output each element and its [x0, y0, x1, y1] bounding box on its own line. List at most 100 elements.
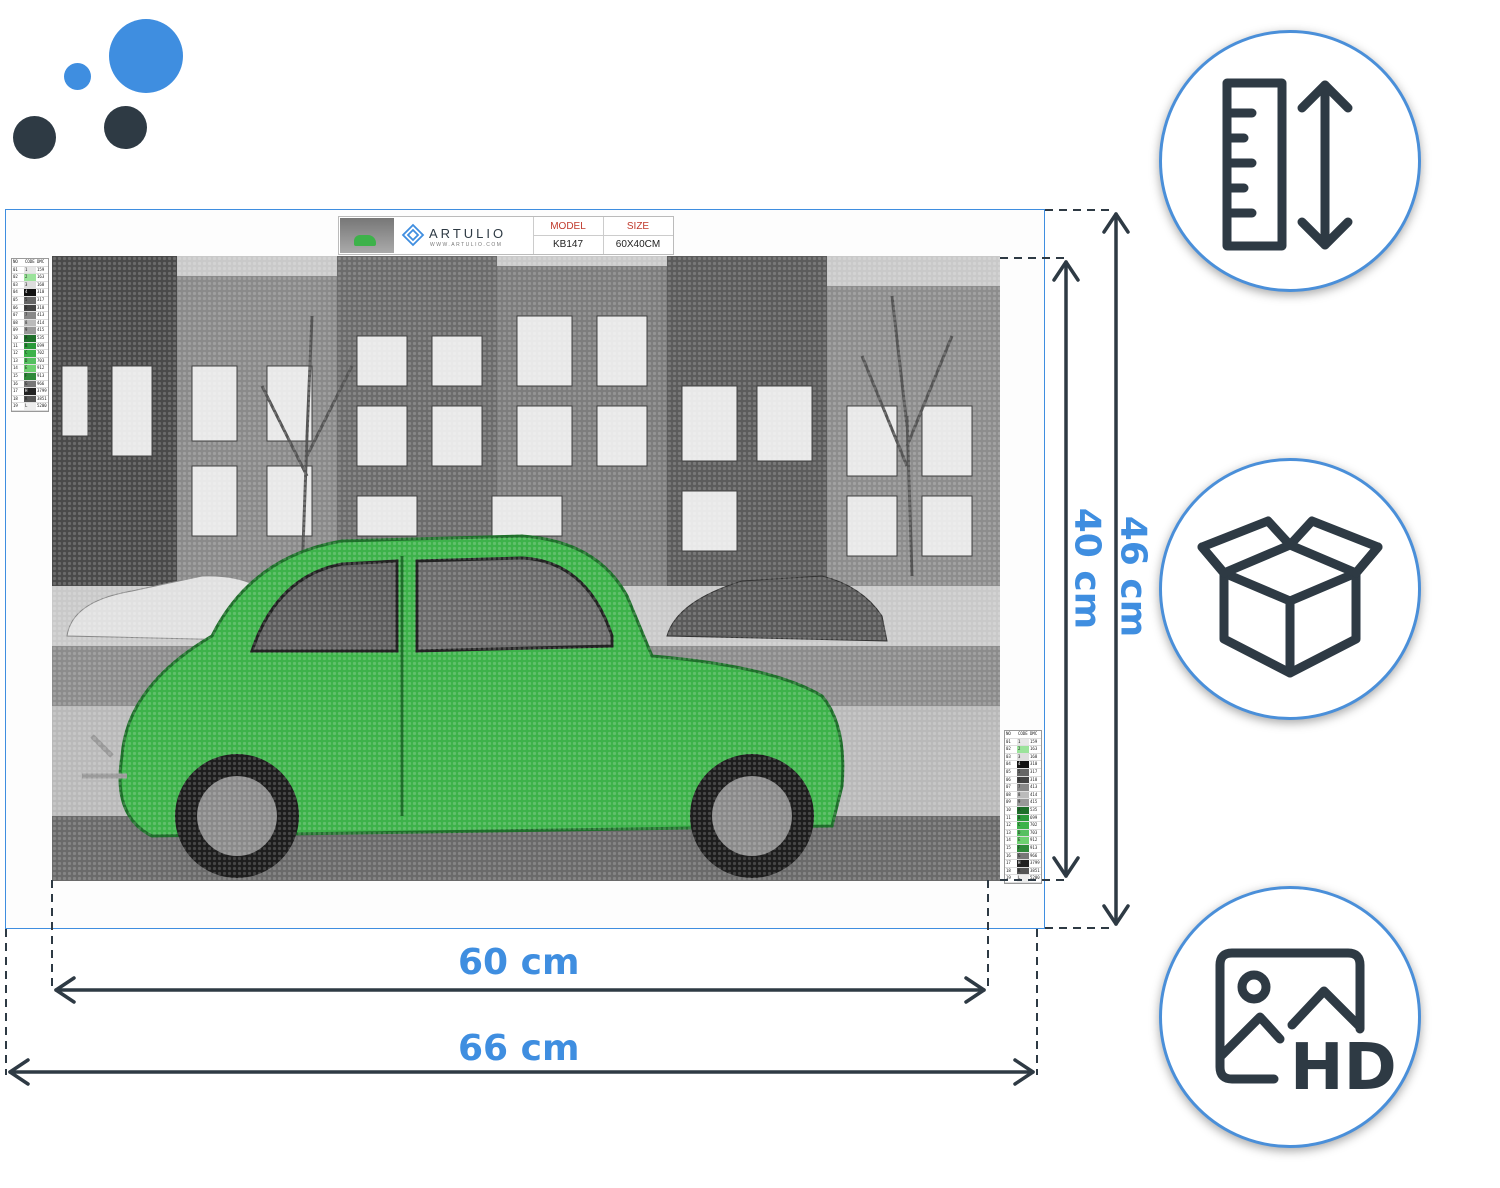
legend-cell: 415 [1030, 799, 1038, 805]
model-value: KB147 [552, 239, 584, 250]
legend-cell: A [1017, 806, 1029, 814]
legend-cell: 702 [1030, 822, 1038, 828]
legend-cell: H [1017, 860, 1029, 867]
legend-cell: 18 [13, 395, 18, 401]
legend-cell: F [24, 372, 36, 380]
legend-cell: 966 [1030, 852, 1038, 858]
legend-cell: 318 [1030, 776, 1038, 782]
legend-cell: 4 [24, 289, 36, 296]
width-inner-label: 60 cm [458, 942, 580, 983]
legend-cell: G [1017, 852, 1029, 860]
legend-cell: 1 [1017, 738, 1029, 746]
diamond-painting-image [52, 256, 1000, 881]
legend-cell: 10 [13, 334, 18, 340]
legend-cell: A [24, 334, 36, 342]
legend-cell: E [24, 365, 36, 372]
legend-cell: 07 [13, 312, 18, 318]
legend-cell: 4 [1017, 761, 1029, 768]
legend-cell: 535 [1030, 806, 1038, 812]
legend-header-cell: NO [13, 259, 18, 264]
legend-cell: 06 [13, 304, 18, 310]
legend-cell: 912 [37, 365, 45, 371]
legend-cell: 317 [37, 296, 45, 302]
legend-cell: 08 [13, 319, 18, 325]
legend-cell: 163 [1030, 746, 1038, 752]
legend-cell: 966 [37, 380, 45, 386]
legend-cell: 2 [1017, 746, 1029, 753]
legend-cell: K [1017, 867, 1029, 875]
legend-cell: 06 [1006, 776, 1011, 782]
hd-image-icon: HD [1215, 948, 1397, 1105]
legend-cell: 699 [37, 342, 45, 348]
legend-cell: 159 [37, 266, 45, 272]
legend-cell: H [24, 388, 36, 395]
legend-cell: B [24, 342, 36, 350]
legend-cell: 9 [24, 327, 36, 334]
legend-cell: 413 [1030, 784, 1038, 790]
legend-cell: 12 [1006, 822, 1011, 828]
decor-dot-blue-small [64, 63, 91, 90]
legend-cell: C [24, 350, 36, 357]
legend-cell: 6 [1017, 776, 1029, 784]
legend-cell: 318 [37, 304, 45, 310]
legend-cell: 5 [1017, 768, 1029, 776]
legend-cell: 7 [1017, 784, 1029, 791]
ruler-height-icon [1222, 78, 1353, 251]
decor-dot-dark-left [13, 116, 56, 159]
legend-cell: 10 [1006, 806, 1011, 812]
model-label: MODEL [550, 221, 586, 232]
legend-cell: 912 [1030, 837, 1038, 843]
legend-cell: C [1017, 822, 1029, 829]
legend-cell: 913 [1030, 844, 1038, 850]
legend-cell: D [24, 357, 36, 365]
legend-cell: 415 [37, 327, 45, 333]
legend-cell: 3 [24, 281, 36, 289]
legend-cell: 535 [37, 334, 45, 340]
legend-header-cell: CODE [1018, 731, 1028, 736]
legend-cell: 01 [1006, 738, 1011, 744]
legend-cell: 168 [1030, 753, 1038, 759]
legend-cell: 5200 [37, 403, 47, 409]
product-header-box: ARTULIO WWW.ARTULIO.COM MODEL SIZE KB147… [338, 216, 674, 255]
legend-cell: 414 [1030, 791, 1038, 797]
legend-cell: 7 [24, 312, 36, 319]
legend-cell: 168 [37, 281, 45, 287]
legend-cell: 3851 [37, 395, 47, 401]
legend-cell: 159 [1030, 738, 1038, 744]
legend-cell: 05 [13, 296, 18, 302]
ruler-height-badge [1159, 30, 1421, 292]
legend-cell: 19 [13, 403, 18, 409]
legend-cell: 17 [1006, 860, 1011, 866]
svg-text:HD: HD [1290, 1031, 1397, 1105]
box-package-icon [1197, 516, 1383, 678]
legend-cell: 310 [37, 289, 45, 295]
legend-cell: 3 [1017, 753, 1029, 761]
legend-cell: 04 [1006, 761, 1011, 767]
legend-cell: 14 [1006, 837, 1011, 843]
legend-cell: 01 [13, 266, 18, 272]
legend-cell: 413 [37, 312, 45, 318]
